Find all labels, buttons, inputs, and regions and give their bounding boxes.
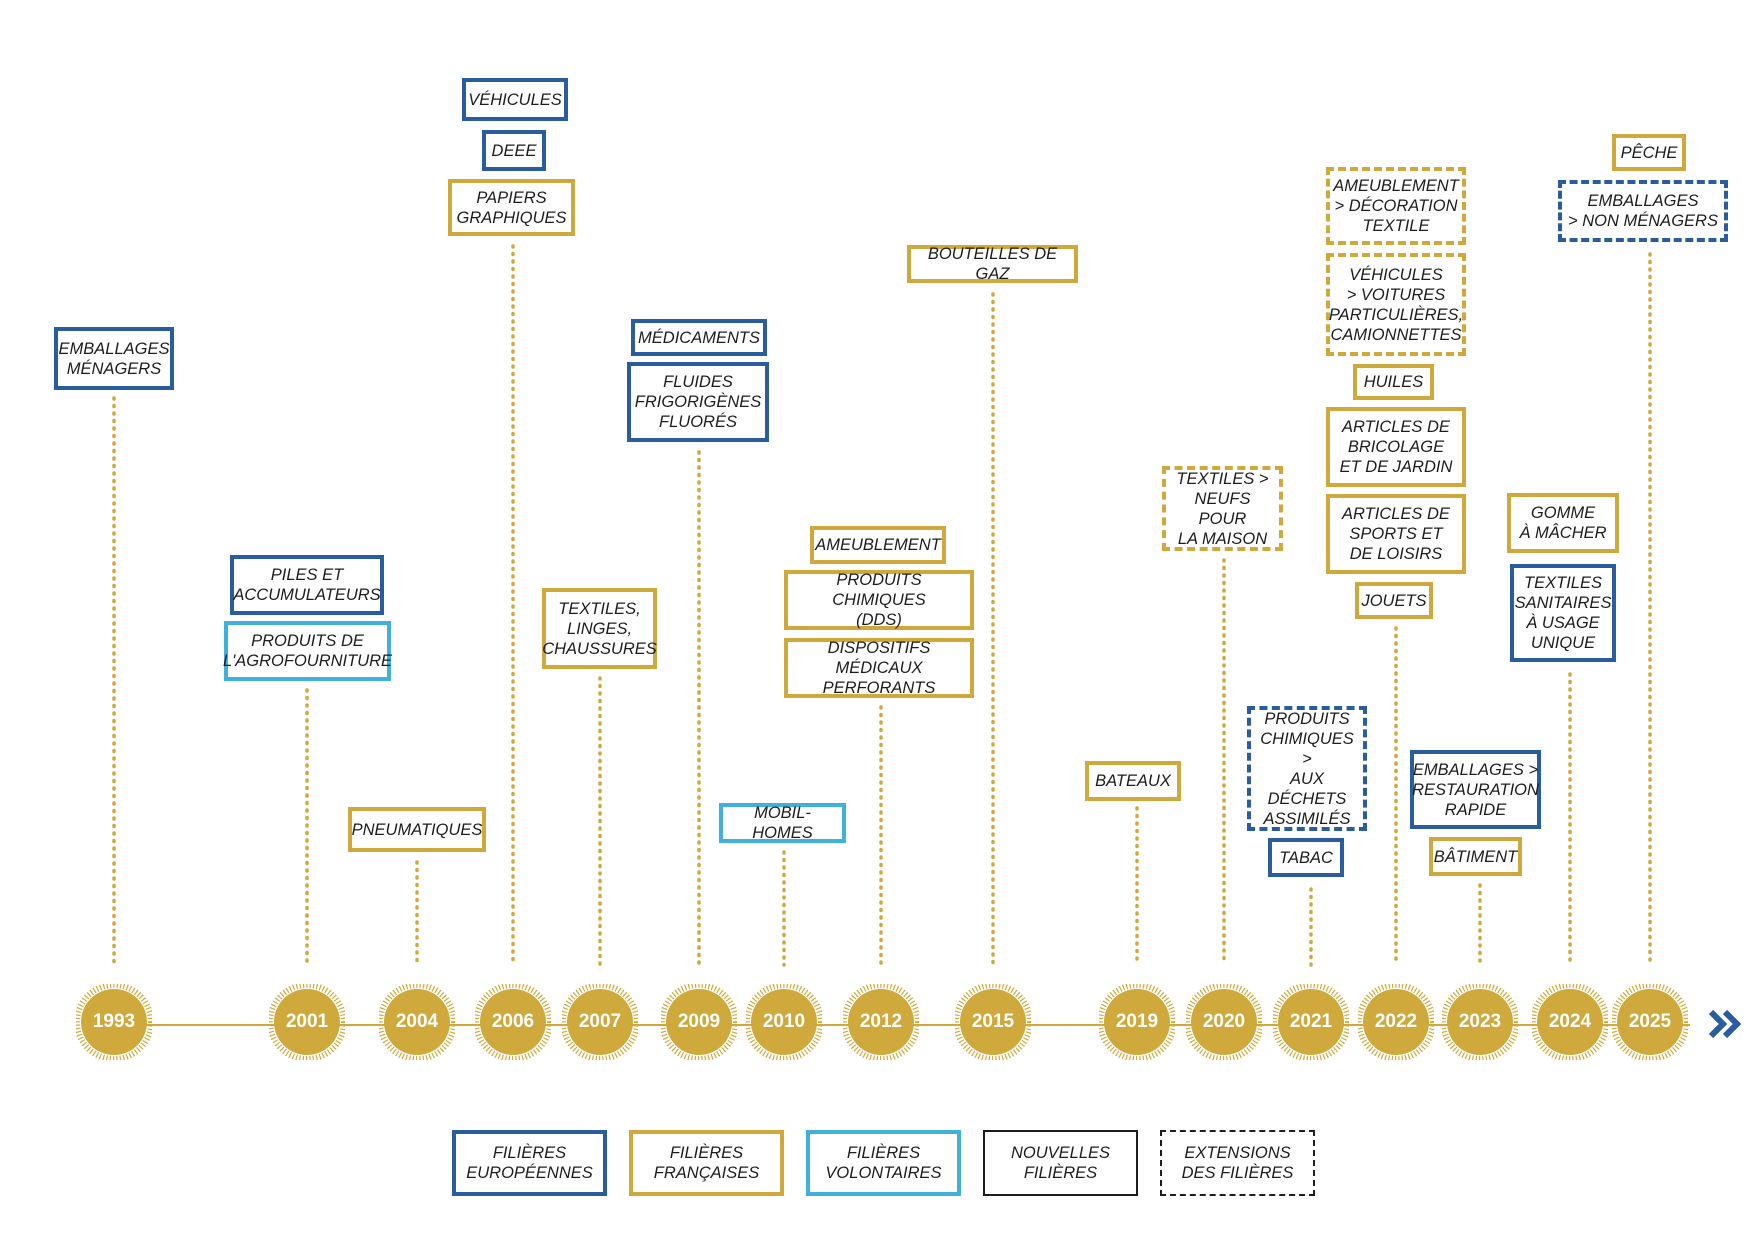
box-produits-chimiques-aux-dechets: PRODUITS CHIMIQUES > AUX DÉCHETS ASSIMIL… — [1247, 706, 1367, 831]
box-batiment: BÂTIMENT — [1429, 837, 1522, 876]
box-piles-accumulateurs: PILES ET ACCUMULATEURS — [230, 555, 384, 615]
box-pneumatiques: PNEUMATIQUES — [348, 807, 486, 852]
box-articles-bricolage-jardin: ARTICLES DE BRICOLAGE ET DE JARDIN — [1326, 407, 1466, 487]
legend-new: NOUVELLES FILIÈRES — [983, 1130, 1138, 1196]
year-badge: 2004 — [379, 984, 455, 1060]
box-jouets: JOUETS — [1355, 582, 1433, 619]
year-badge: 2020 — [1186, 984, 1262, 1060]
year-label: 2010 — [762, 1011, 806, 1032]
year-label: 2023 — [1458, 1011, 1502, 1032]
year-label: 2015 — [971, 1011, 1015, 1032]
year-badge: 2010 — [746, 984, 822, 1060]
box-emballages-menagers: EMBALLAGES MÉNAGERS — [54, 327, 174, 390]
box-ameublement: AMEUBLEMENT — [810, 526, 946, 564]
box-gomme-a-macher: GOMME À MÂCHER — [1507, 493, 1619, 553]
box-huiles: HUILES — [1353, 364, 1434, 400]
box-deee: DEEE — [482, 130, 546, 171]
box-textiles-linges-chaussures: TEXTILES, LINGES, CHAUSSURES — [542, 588, 657, 669]
box-ameublement-decoration-textile: AMEUBLEMENT > DÉCORATION TEXTILE — [1326, 167, 1466, 245]
double-chevron-right-icon — [1708, 1009, 1742, 1039]
box-fluides-frigorigenes: FLUIDES FRIGORIGÈNES FLUORÉS — [627, 362, 769, 442]
box-vehicules: VÉHICULES — [462, 78, 568, 121]
legend-extensions: EXTENSIONS DES FILIÈRES — [1160, 1130, 1315, 1196]
year-badge: 2009 — [661, 984, 737, 1060]
year-badge: 2006 — [475, 984, 551, 1060]
year-badge: 2023 — [1442, 984, 1518, 1060]
year-label: 2006 — [491, 1011, 535, 1032]
box-medicaments: MÉDICAMENTS — [631, 319, 767, 356]
year-badge: 2001 — [269, 984, 345, 1060]
legend-european: FILIÈRES EUROPÉENNES — [452, 1130, 607, 1196]
year-label: 2004 — [395, 1011, 439, 1032]
box-textiles-sanitaires: TEXTILES SANITAIRES À USAGE UNIQUE — [1510, 564, 1616, 662]
box-bouteilles-de-gaz: BOUTEILLES DE GAZ — [907, 245, 1078, 283]
box-vehicules-voitures-particulieres: VÉHICULES > VOITURES PARTICULIÈRES, CAMI… — [1326, 253, 1466, 356]
box-emballages-restauration-rapide: EMBALLAGES > RESTAURATION RAPIDE — [1410, 750, 1541, 829]
year-label: 2007 — [578, 1011, 622, 1032]
year-badge: 2025 — [1612, 984, 1688, 1060]
legend-voluntary: FILIÈRES VOLONTAIRES — [806, 1130, 961, 1196]
year-badge: 2015 — [955, 984, 1031, 1060]
box-emballages-non-menagers: EMBALLAGES > NON MÉNAGERS — [1558, 180, 1728, 242]
year-badge: 2021 — [1273, 984, 1349, 1060]
year-badge: 2007 — [562, 984, 638, 1060]
year-badge: 2012 — [843, 984, 919, 1060]
box-peche: PÊCHE — [1612, 134, 1686, 171]
year-badge: 2024 — [1532, 984, 1608, 1060]
box-articles-sports-loisirs: ARTICLES DE SPORTS ET DE LOISIRS — [1326, 494, 1466, 574]
year-badge: 1993 — [76, 984, 152, 1060]
box-textiles-neufs-maison: TEXTILES > NEUFS POUR LA MAISON — [1162, 466, 1283, 551]
box-papiers-graphiques: PAPIERS GRAPHIQUES — [448, 179, 575, 236]
year-label: 2021 — [1289, 1011, 1333, 1032]
box-produits-chimiques-dds: PRODUITS CHIMIQUES (DDS) — [784, 570, 974, 630]
legend-french: FILIÈRES FRANÇAISES — [629, 1130, 784, 1196]
year-badge: 2019 — [1099, 984, 1175, 1060]
year-label: 2025 — [1628, 1011, 1672, 1032]
year-label: 2020 — [1202, 1011, 1246, 1032]
year-label: 1993 — [92, 1011, 136, 1032]
dotted-connectors — [112, 244, 1652, 967]
box-tabac: TABAC — [1268, 838, 1344, 877]
year-label: 2009 — [677, 1011, 721, 1032]
year-label: 2001 — [285, 1011, 329, 1032]
year-label: 2019 — [1115, 1011, 1159, 1032]
box-bateaux: BATEAUX — [1085, 761, 1181, 801]
box-mobil-homes: MOBIL-HOMES — [719, 803, 846, 843]
year-badge: 2022 — [1358, 984, 1434, 1060]
year-label: 2024 — [1548, 1011, 1592, 1032]
year-label: 2012 — [859, 1011, 903, 1032]
year-label: 2022 — [1374, 1011, 1418, 1032]
box-produits-agrofourniture: PRODUITS DE L'AGROFOURNITURE — [223, 621, 392, 681]
box-dispositifs-medicaux: DISPOSITIFS MÉDICAUX PERFORANTS — [784, 638, 974, 698]
